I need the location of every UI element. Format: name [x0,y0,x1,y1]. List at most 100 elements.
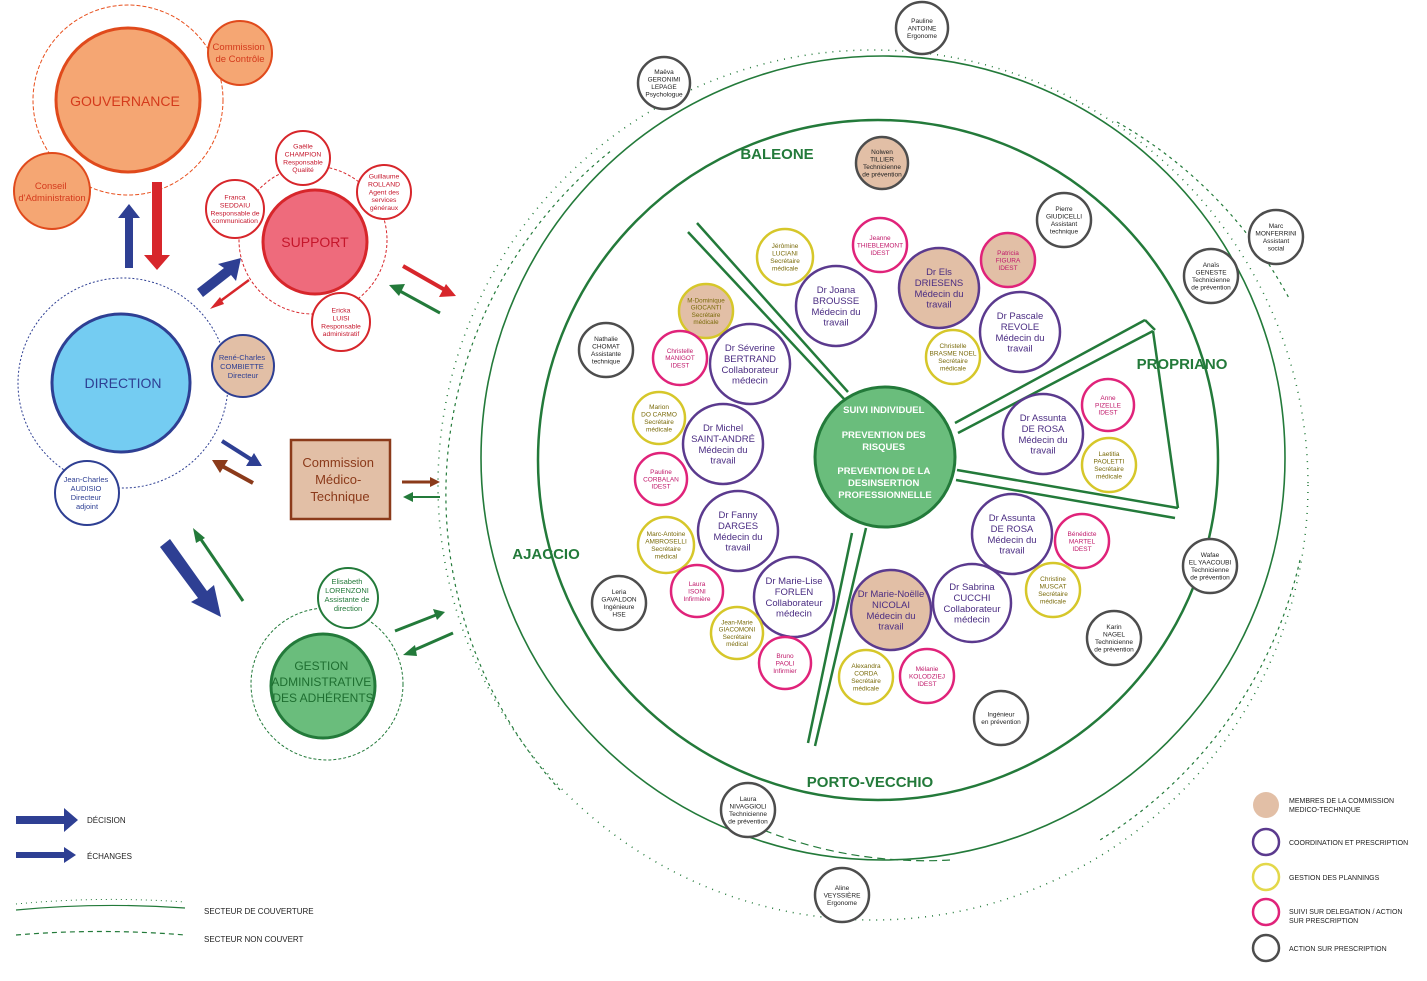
propriano-person-circle[interactable] [1001,392,1085,476]
support-member-circle[interactable] [356,164,412,220]
audisio-circle[interactable] [54,460,120,526]
baleone-person-circle[interactable] [794,264,878,348]
outer-person-circle[interactable] [1181,537,1239,595]
outer-person-circle[interactable] [636,55,692,111]
porto-vecchio-person-circle[interactable] [970,492,1054,576]
porto-vecchio-person-circle[interactable] [1053,512,1111,570]
outer-person-circle[interactable] [577,321,635,379]
baleone-person-circle[interactable] [755,227,815,287]
support-circle[interactable] [261,188,369,296]
outer-person-circle[interactable] [813,866,871,924]
porto-vecchio-person-circle[interactable] [1024,561,1082,619]
outer-person-circle[interactable] [719,781,777,839]
governance-circle[interactable] [54,26,202,174]
porto-vecchio-person-circle[interactable] [931,562,1013,644]
outer-person-circle[interactable] [972,689,1030,747]
commission-controle-circle[interactable] [207,20,273,86]
lorenzoni-circle[interactable] [317,567,379,629]
commission-medico-technique[interactable]: Commission Médico- Technique [289,438,392,521]
ajaccio-person-circle[interactable] [709,605,765,661]
porto-vecchio-person-circle[interactable] [898,647,956,705]
outer-person-circle[interactable] [854,135,910,191]
center-circle[interactable] [813,385,957,529]
ajaccio-person-circle[interactable] [669,563,725,619]
ajaccio-person-circle[interactable] [651,329,709,387]
commission-medico-box[interactable] [289,438,392,521]
outer-person-circle[interactable] [1085,609,1143,667]
direction-circle[interactable] [50,312,192,454]
propriano-person-circle[interactable] [1080,436,1138,494]
baleone-person-circle[interactable] [978,290,1062,374]
outer-person-circle[interactable] [1247,208,1305,266]
propriano-person-circle[interactable] [1080,377,1136,433]
support-member-circle[interactable] [205,179,265,239]
ajaccio-person-circle[interactable] [757,635,813,691]
combiette-circle[interactable] [211,334,275,398]
ajaccio-person-circle[interactable] [696,489,780,573]
ajaccio-person-circle[interactable] [677,282,735,340]
ajaccio-person-circle[interactable] [752,555,836,639]
baleone-person-circle[interactable] [979,231,1037,289]
ajaccio-person-circle[interactable] [633,451,689,507]
outer-person-circle[interactable] [1035,191,1093,249]
support-member-circle[interactable] [311,292,371,352]
baleone-person-circle[interactable] [851,216,909,274]
conseil-administration-circle[interactable] [13,152,91,230]
ajaccio-person-circle[interactable] [636,515,696,575]
gestion-circle[interactable] [269,632,377,740]
ajaccio-person-circle[interactable] [631,390,687,446]
ajaccio-person-circle[interactable] [708,322,792,406]
porto-vecchio-person-circle[interactable] [849,568,933,652]
porto-vecchio-person-circle[interactable] [837,648,895,706]
ajaccio-person-circle[interactable] [681,402,765,486]
support-member-circle[interactable] [275,130,331,186]
outer-person-circle[interactable] [1182,247,1240,305]
baleone-person-circle[interactable] [897,246,981,330]
